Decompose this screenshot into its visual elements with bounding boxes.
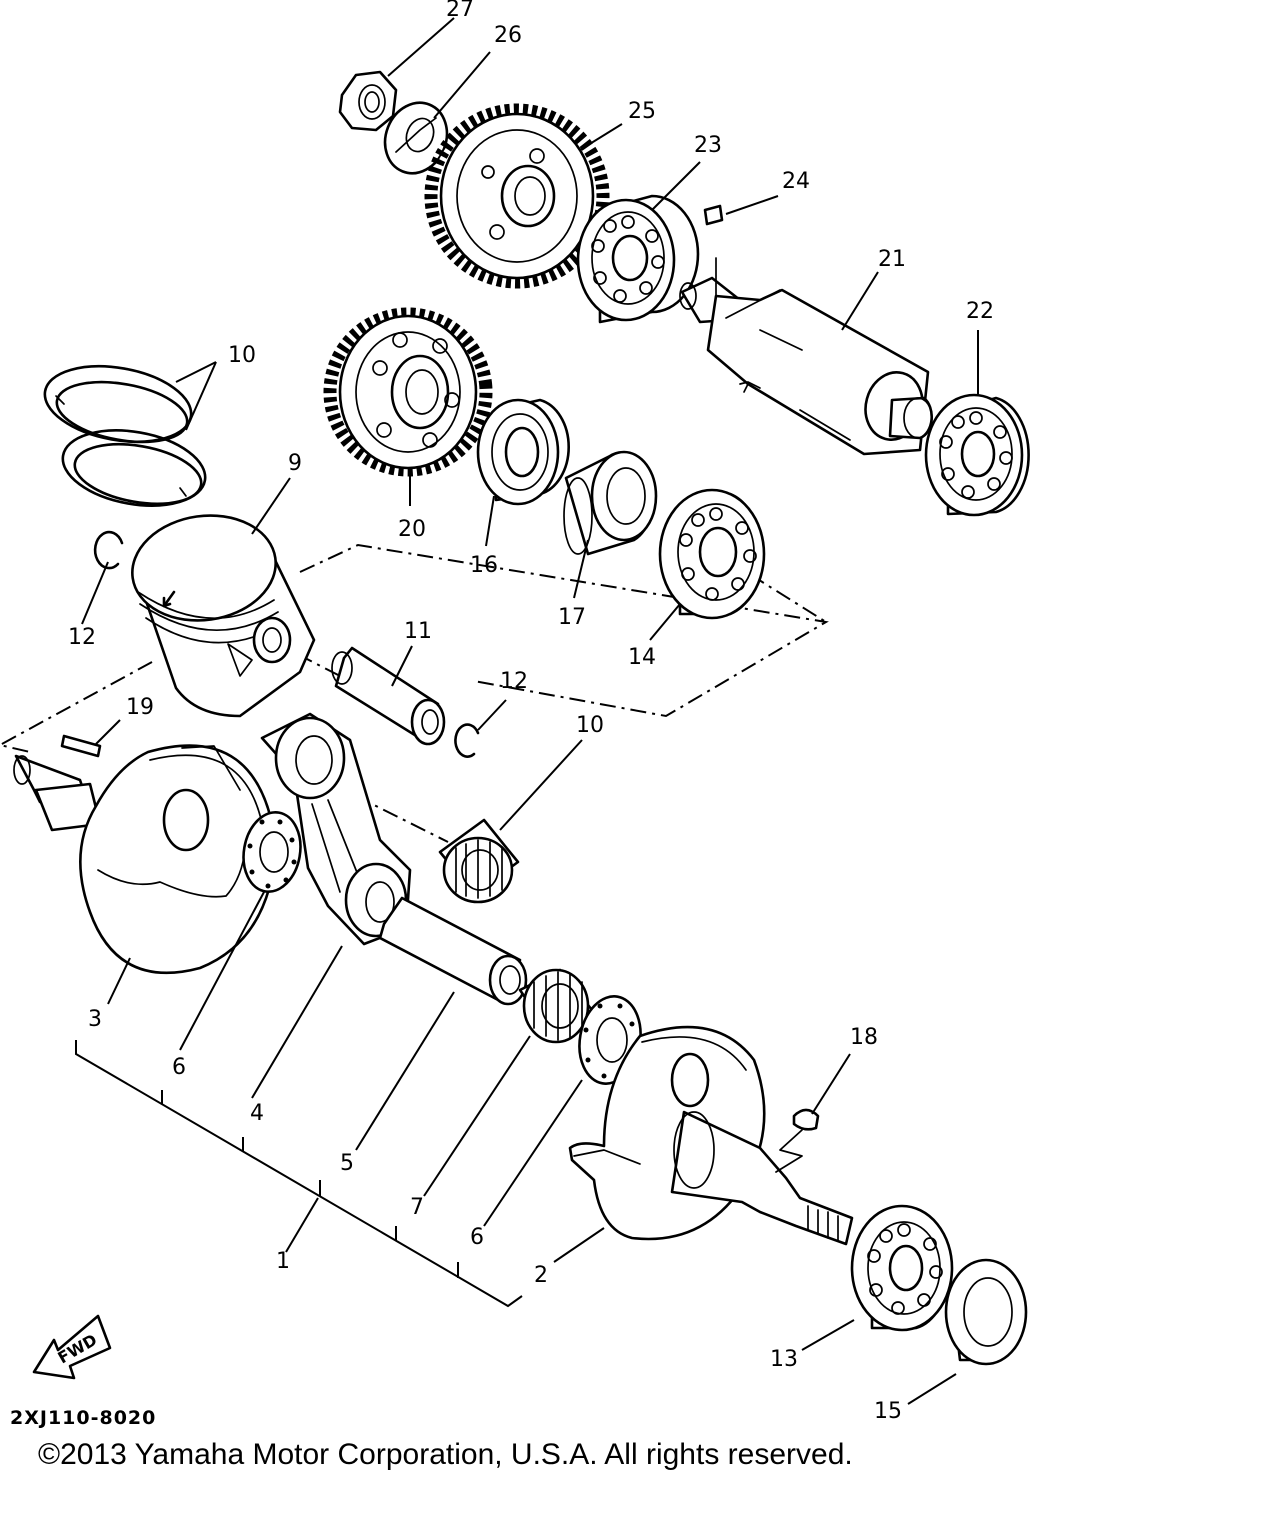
callout-14: 14 (628, 645, 656, 670)
piston-rings-part (43, 364, 207, 507)
callout-25: 25 (628, 99, 656, 124)
woodruff-key-left-part (60, 734, 102, 758)
callout-15: 15 (874, 1399, 902, 1424)
crank-pin-part (378, 896, 528, 1006)
callout-7: 7 (410, 1195, 424, 1220)
callout-27: 27 (446, 0, 474, 22)
connecting-rod-part (260, 712, 412, 946)
callout-18: 18 (850, 1025, 878, 1050)
part-code-label: 2XJ110-8020 (10, 1407, 156, 1429)
piston-pin-part (331, 646, 446, 746)
copyright-notice: ©2013 Yamaha Motor Corporation, U.S.A. A… (38, 1438, 853, 1471)
callout-9: 10 (228, 343, 256, 368)
balancer-bearing-right-part (924, 393, 1030, 517)
thrust-washer-left-part (242, 811, 302, 893)
callout-6-right: 6 (470, 1225, 484, 1250)
callout-6-left: 6 (172, 1055, 186, 1080)
callout-21: 21 (878, 247, 906, 272)
callout-11: 11 (404, 619, 432, 644)
callout-22: 22 (966, 299, 994, 324)
forward-arrow-icon: FWD (32, 1314, 112, 1380)
balancer-shaft-part (679, 257, 933, 456)
small-end-bearing-part (438, 818, 520, 904)
piston-part (131, 514, 316, 718)
woodruff-key-right-part (792, 1108, 820, 1131)
callout-3: 3 (88, 1007, 102, 1032)
callout-26: 26 (494, 23, 522, 48)
oil-seal-part (944, 1258, 1028, 1366)
lock-washer-part (383, 101, 449, 175)
leader-lines (81, 17, 979, 1405)
callout-2: 2 (534, 1263, 548, 1288)
piston-pin-clip-left-part (93, 530, 124, 570)
balancer-driven-gear-part (323, 307, 493, 477)
callout-1: 1 (276, 1249, 290, 1274)
crank-bearing-left-part (658, 488, 766, 620)
callout-numbers: 27 26 25 23 24 21 22 10 9 20 16 17 14 12… (68, 0, 994, 1424)
callout-10: 10 (576, 713, 604, 738)
primary-drive-gear-part (424, 103, 610, 289)
callout-12-right: 12 (500, 669, 528, 694)
callout-5: 5 (340, 1151, 354, 1176)
balancer-bearing-upper-part (576, 194, 700, 324)
callout-13: 13 (770, 1347, 798, 1372)
callout-4: 4 (250, 1101, 264, 1126)
callout-17: 17 (558, 605, 586, 630)
callout-12-left: 12 (68, 625, 96, 650)
collar-17-part (563, 450, 658, 556)
bearing-16-part (476, 398, 570, 506)
callout-8: 9 (288, 451, 302, 476)
callout-16: 16 (470, 553, 498, 578)
big-end-bearing-part (518, 968, 594, 1044)
callout-24: 24 (782, 169, 810, 194)
crankshaft-assembly-bracket (75, 1040, 523, 1308)
nut-part (338, 70, 398, 132)
woodruff-key-upper-part (703, 204, 724, 226)
callout-20: 20 (398, 517, 426, 542)
piston-pin-clip-right-part (454, 723, 480, 758)
callout-19: 19 (126, 695, 154, 720)
crank-bearing-right-part (850, 1204, 954, 1332)
callout-23: 23 (694, 133, 722, 158)
crank-wheel-left-part (13, 744, 278, 975)
crank-wheel-right-part (568, 1025, 854, 1246)
